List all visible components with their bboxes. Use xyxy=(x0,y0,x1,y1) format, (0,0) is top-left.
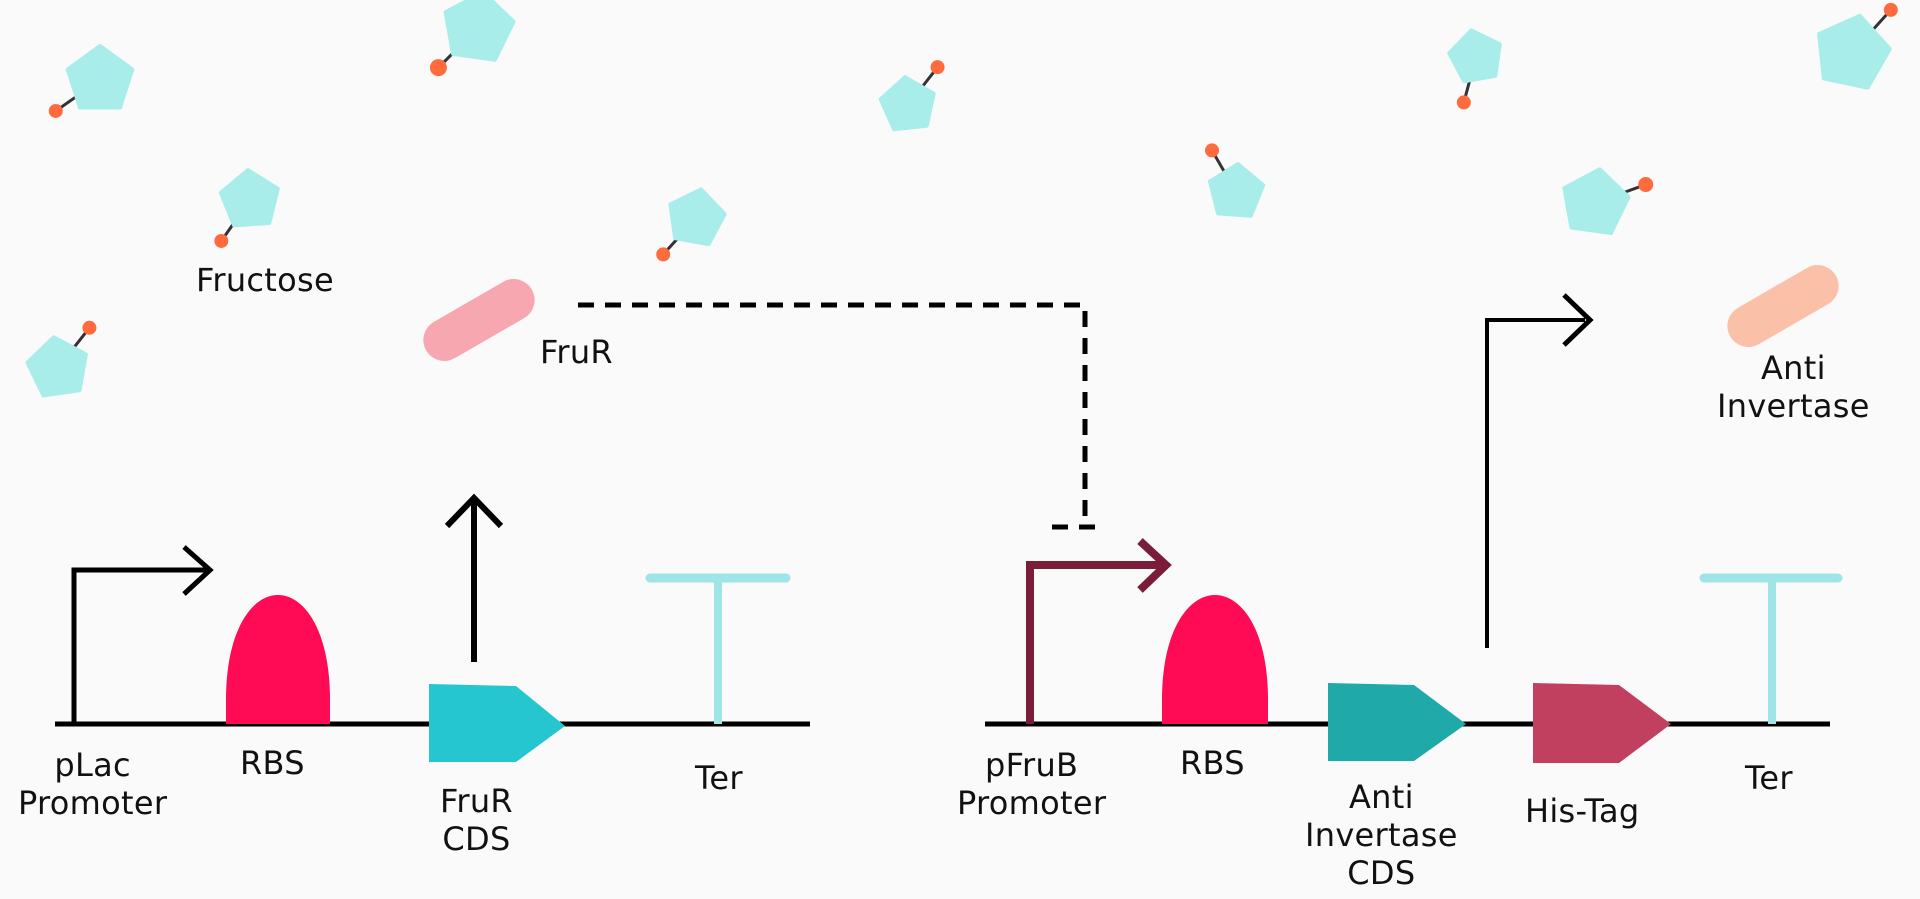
anti-invertase-protein-icon xyxy=(1727,265,1839,347)
frur-protein-label: FruR xyxy=(540,333,613,371)
fructose-label: Fructose xyxy=(196,261,334,299)
anti-invertase-expression-arrowhead xyxy=(1562,293,1594,347)
fructose-molecule-icon xyxy=(214,168,280,248)
anti-invertase-cds-label: Anti Invertase CDS xyxy=(1305,778,1458,892)
fructose-molecule-icon xyxy=(1447,28,1502,110)
anti-invertase-cds-shape xyxy=(1328,683,1466,761)
fructose-molecule-icon xyxy=(1205,143,1266,218)
pfrub-promoter-label: pFruB Promoter xyxy=(957,746,1106,822)
anti-invertase-cds-label-line1: Anti xyxy=(1348,778,1414,816)
plac-promoter-arrowhead xyxy=(182,545,214,596)
plac-promoter-label-line1: pLac xyxy=(54,746,131,784)
pfrub-promoter-label-line2: Promoter xyxy=(957,784,1107,822)
pfrub-promoter-arrow xyxy=(1026,561,1165,724)
fructose-molecule-icon xyxy=(25,320,97,398)
pfrub-promoter-arrowhead xyxy=(1137,538,1172,593)
plac-promoter-arrow xyxy=(71,567,206,724)
anti-invertase-expression-arrow xyxy=(1485,318,1585,648)
plac-promoter-label: pLac Promoter xyxy=(18,746,167,822)
rbs-left-shape xyxy=(226,595,330,724)
fructose-molecule-icon xyxy=(878,60,945,132)
frur-protein-icon xyxy=(423,279,535,361)
ter-left-label: Ter xyxy=(695,759,743,797)
anti-invertase-cds-label-line3: CDS xyxy=(1347,854,1416,892)
fructose-molecule-icon xyxy=(429,0,516,77)
his-tag-shape xyxy=(1533,683,1671,763)
his-tag-label: His-Tag xyxy=(1525,792,1640,830)
frur-cds-shape xyxy=(429,684,565,762)
rbs-right-shape xyxy=(1162,595,1268,724)
anti-invertase-cds-label-line2: Invertase xyxy=(1305,816,1458,854)
ter-right-label: Ter xyxy=(1745,759,1793,797)
plac-promoter-label-line2: Promoter xyxy=(18,784,168,822)
pfrub-promoter-label-line1: pFruB xyxy=(985,746,1079,784)
anti-invertase-protein-label: Anti Invertase xyxy=(1717,349,1870,425)
anti-invertase-protein-label-line1: Anti xyxy=(1760,349,1826,387)
frur-cds-label-line1: FruR xyxy=(440,782,513,820)
fructose-molecules xyxy=(25,0,1898,398)
rbs-left-label: RBS xyxy=(240,744,305,782)
frur-cds-label-line2: CDS xyxy=(442,820,511,858)
frur-expression-arrowhead xyxy=(444,493,504,529)
fructose-molecule-icon xyxy=(1817,2,1898,90)
fructose-molecule-icon xyxy=(48,44,135,118)
repression-dashed-line xyxy=(578,302,1088,527)
fructose-molecule-icon xyxy=(656,187,727,262)
anti-invertase-protein-label-line2: Invertase xyxy=(1717,387,1870,425)
fructose-molecule-icon xyxy=(1562,167,1654,235)
rbs-right-label: RBS xyxy=(1180,744,1245,782)
frur-cds-label: FruR CDS xyxy=(440,782,513,858)
